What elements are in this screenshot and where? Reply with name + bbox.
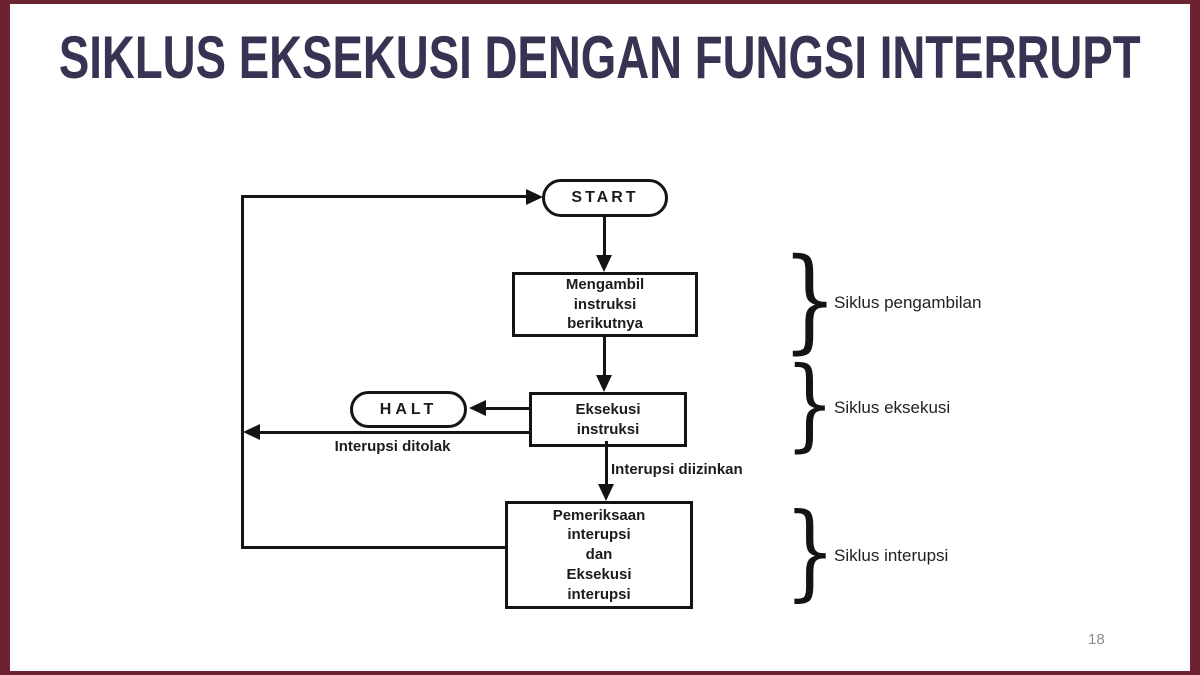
interrupt-cycle-brace-icon: } (784, 499, 836, 603)
top-accent-bar (0, 0, 1200, 4)
execute-instruction-label: Eksekusi instruksi (575, 400, 641, 438)
right-accent-bar (1190, 0, 1200, 675)
execute-cycle-label: Siklus eksekusi (834, 398, 951, 417)
start-node-label: START (571, 189, 639, 206)
brace-glyph: } (785, 345, 835, 462)
execute-to-interrupt-line (605, 441, 608, 486)
halt-node-label: HALT (379, 400, 438, 418)
left-accent-bar (0, 0, 10, 675)
interrupt-allowed-label: Interupsi diizinkan (611, 461, 743, 478)
interrupt-check-label: Pemeriksaan interupsi dan Eksekusi inter… (552, 506, 646, 603)
slide-title: SIKLUS EKSEKUSI DENGAN FUNGSI INTERRUPT (59, 24, 1141, 91)
start-to-fetch-line (603, 214, 606, 257)
interrupt-rejected-label: Interupsi ditolak (334, 438, 451, 455)
fetch-cycle-brace-icon: } (782, 244, 838, 356)
fetch-to-execute-line (603, 337, 606, 377)
execute-cycle-brace-icon: } (785, 354, 835, 454)
interrupt-check-box: Pemeriksaan interupsi dan Eksekusi inter… (505, 501, 693, 609)
arrowhead-into-halt-icon (469, 400, 486, 416)
interrupt-rejected-line (258, 431, 529, 434)
arrowhead-into-start-icon (526, 189, 543, 205)
halt-node: HALT (350, 391, 467, 428)
execute-to-halt-line (486, 407, 529, 410)
loop-top-line (241, 195, 528, 198)
page-number: 18 (1088, 631, 1105, 648)
arrowhead-fetch-to-execute-icon (596, 375, 612, 392)
loop-bottom-line (241, 546, 505, 549)
interrupt-cycle-label: Siklus interupsi (834, 546, 949, 565)
bottom-accent-bar (0, 671, 1200, 675)
fetch-cycle-label: Siklus pengambilan (834, 293, 982, 312)
fetch-instruction-label: Mengambil instruksi berikutnya (565, 275, 645, 333)
title-row: SIKLUS EKSEKUSI DENGAN FUNGSI INTERRUPT (0, 28, 1200, 88)
arrowhead-interrupt-rejected-icon (243, 424, 260, 440)
arrowhead-execute-to-interrupt-icon (598, 484, 614, 501)
loop-vertical-line (241, 195, 244, 548)
fetch-instruction-box: Mengambil instruksi berikutnya (512, 272, 698, 337)
arrowhead-start-to-fetch-icon (596, 255, 612, 272)
execute-instruction-box: Eksekusi instruksi (529, 392, 687, 447)
brace-glyph: } (784, 490, 836, 613)
brace-glyph: } (782, 235, 838, 366)
start-node: START (542, 179, 668, 217)
